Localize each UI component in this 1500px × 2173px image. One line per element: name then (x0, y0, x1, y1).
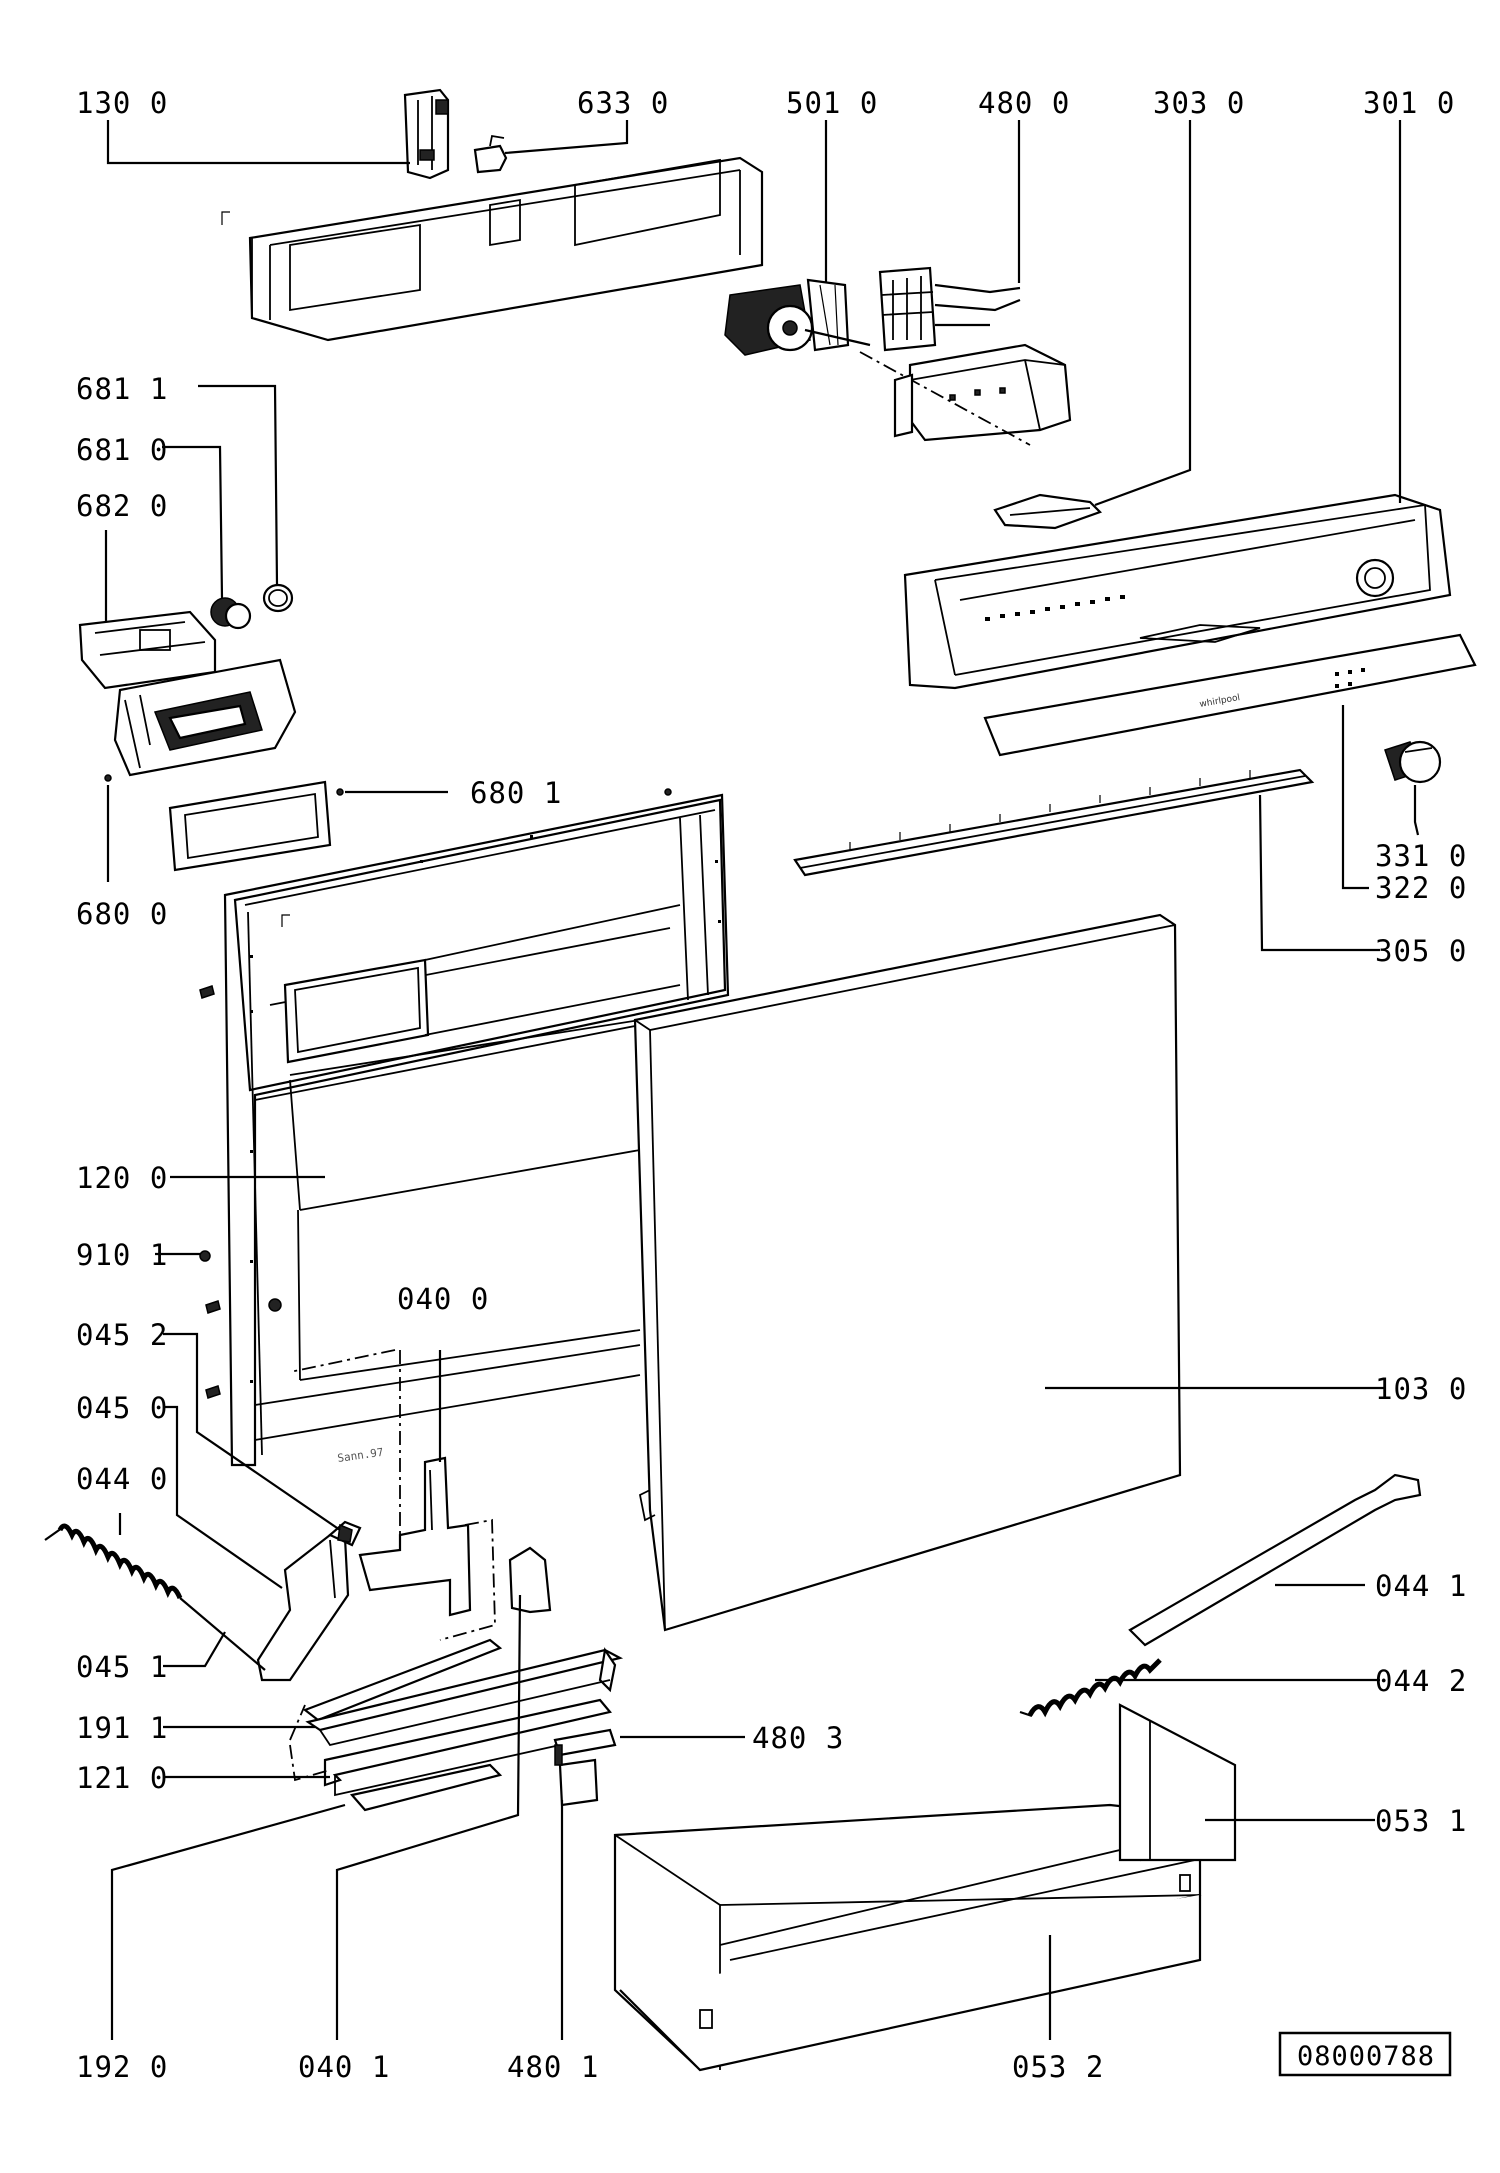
label-322-0: 322 0 (1375, 871, 1467, 905)
part-681-1-ring (262, 583, 294, 613)
label-121-0: 121 0 (76, 1761, 168, 1795)
label-303-0: 303 0 (1153, 86, 1245, 120)
part-301-0-control-panel (903, 493, 1452, 690)
label-045-0: 045 0 (76, 1391, 168, 1425)
label-633-0: 633 0 (577, 86, 669, 120)
part-305-0-button-strip (793, 768, 1315, 877)
label-053-1: 053 1 (1375, 1804, 1467, 1838)
part-040-0-hinge-bracket (289, 1349, 496, 1641)
label-120-0: 120 0 (76, 1161, 168, 1195)
part-331-0-knob (1384, 740, 1442, 784)
label-301-0: 301 0 (1363, 86, 1455, 120)
part-682-0-dispenser (78, 610, 297, 782)
part-681-0-knob (210, 597, 252, 630)
part-045-0-hinge-arm (256, 1520, 362, 1682)
drawing-number: 08000788 (1297, 2041, 1435, 2072)
label-130-0: 130 0 (76, 86, 168, 120)
label-191-1: 191 1 (76, 1711, 168, 1745)
part-103-0-door-panel (633, 913, 1182, 1632)
label-480-0: 480 0 (978, 86, 1070, 120)
label-045-1: 045 1 (76, 1650, 168, 1684)
label-331-0: 331 0 (1375, 839, 1467, 873)
part-191-1-rail (302, 1638, 624, 1747)
part-044-0-spring (44, 1523, 266, 1671)
label-040-0: 040 0 (397, 1282, 489, 1316)
label-680-0: 680 0 (76, 897, 168, 931)
label-910-1: 910 1 (76, 1238, 168, 1272)
part-480-3-clip (553, 1728, 617, 1807)
label-192-0: 192 0 (76, 2050, 168, 2084)
part-480-0-connector (878, 266, 1021, 352)
leader-lines (104, 120, 1420, 2040)
part-053-2-kickplate (613, 1803, 1202, 2072)
label-305-0: 305 0 (1375, 934, 1467, 968)
label-044-0: 044 0 (76, 1462, 168, 1496)
part-192-0-rail (349, 1763, 503, 1812)
drawing-number-box: 08000788 (1278, 2031, 1452, 2077)
label-053-2: 053 2 (1012, 2050, 1104, 2084)
label-501-0: 501 0 (786, 86, 878, 120)
label-044-2: 044 2 (1375, 1664, 1467, 1698)
label-681-0: 681 0 (76, 433, 168, 467)
part-501-0-timer (724, 278, 871, 356)
label-480-1: 480 1 (507, 2050, 599, 2084)
label-040-1: 040 1 (298, 2050, 390, 2084)
part-040-1-side-plate (508, 1546, 552, 1614)
label-682-0: 682 0 (76, 489, 168, 523)
part-053-1-end-cap (1118, 1703, 1237, 1862)
label-681-1: 681 1 (76, 372, 168, 406)
label-480-3: 480 3 (752, 1721, 844, 1755)
label-103-0: 103 0 (1375, 1372, 1467, 1406)
part-130-0-switch (403, 88, 450, 180)
label-044-1: 044 1 (1375, 1569, 1467, 1603)
screws (199, 985, 221, 1399)
part-633-0-clip (473, 134, 508, 174)
part-044-2-spring (1019, 1658, 1162, 1718)
callout-labels: 130 0 633 0 501 0 480 0 303 0 301 0 681 … (76, 86, 1467, 2084)
part-044-1-lever (1128, 1473, 1422, 1647)
part-control-bracket (221, 156, 764, 342)
panel-stamp: Sann.97 (337, 1446, 385, 1465)
part-303-0-handle (993, 493, 1103, 530)
part-timer-housing (859, 343, 1072, 446)
label-045-2: 045 2 (76, 1318, 168, 1352)
part-121-0-rail (289, 1698, 612, 1797)
label-680-1: 680 1 (470, 776, 562, 810)
part-120-0-door-frame: Sann.97 (223, 788, 730, 1467)
part-322-0-fascia: whirlpool (983, 633, 1477, 757)
part-680-1-gasket (168, 780, 344, 872)
